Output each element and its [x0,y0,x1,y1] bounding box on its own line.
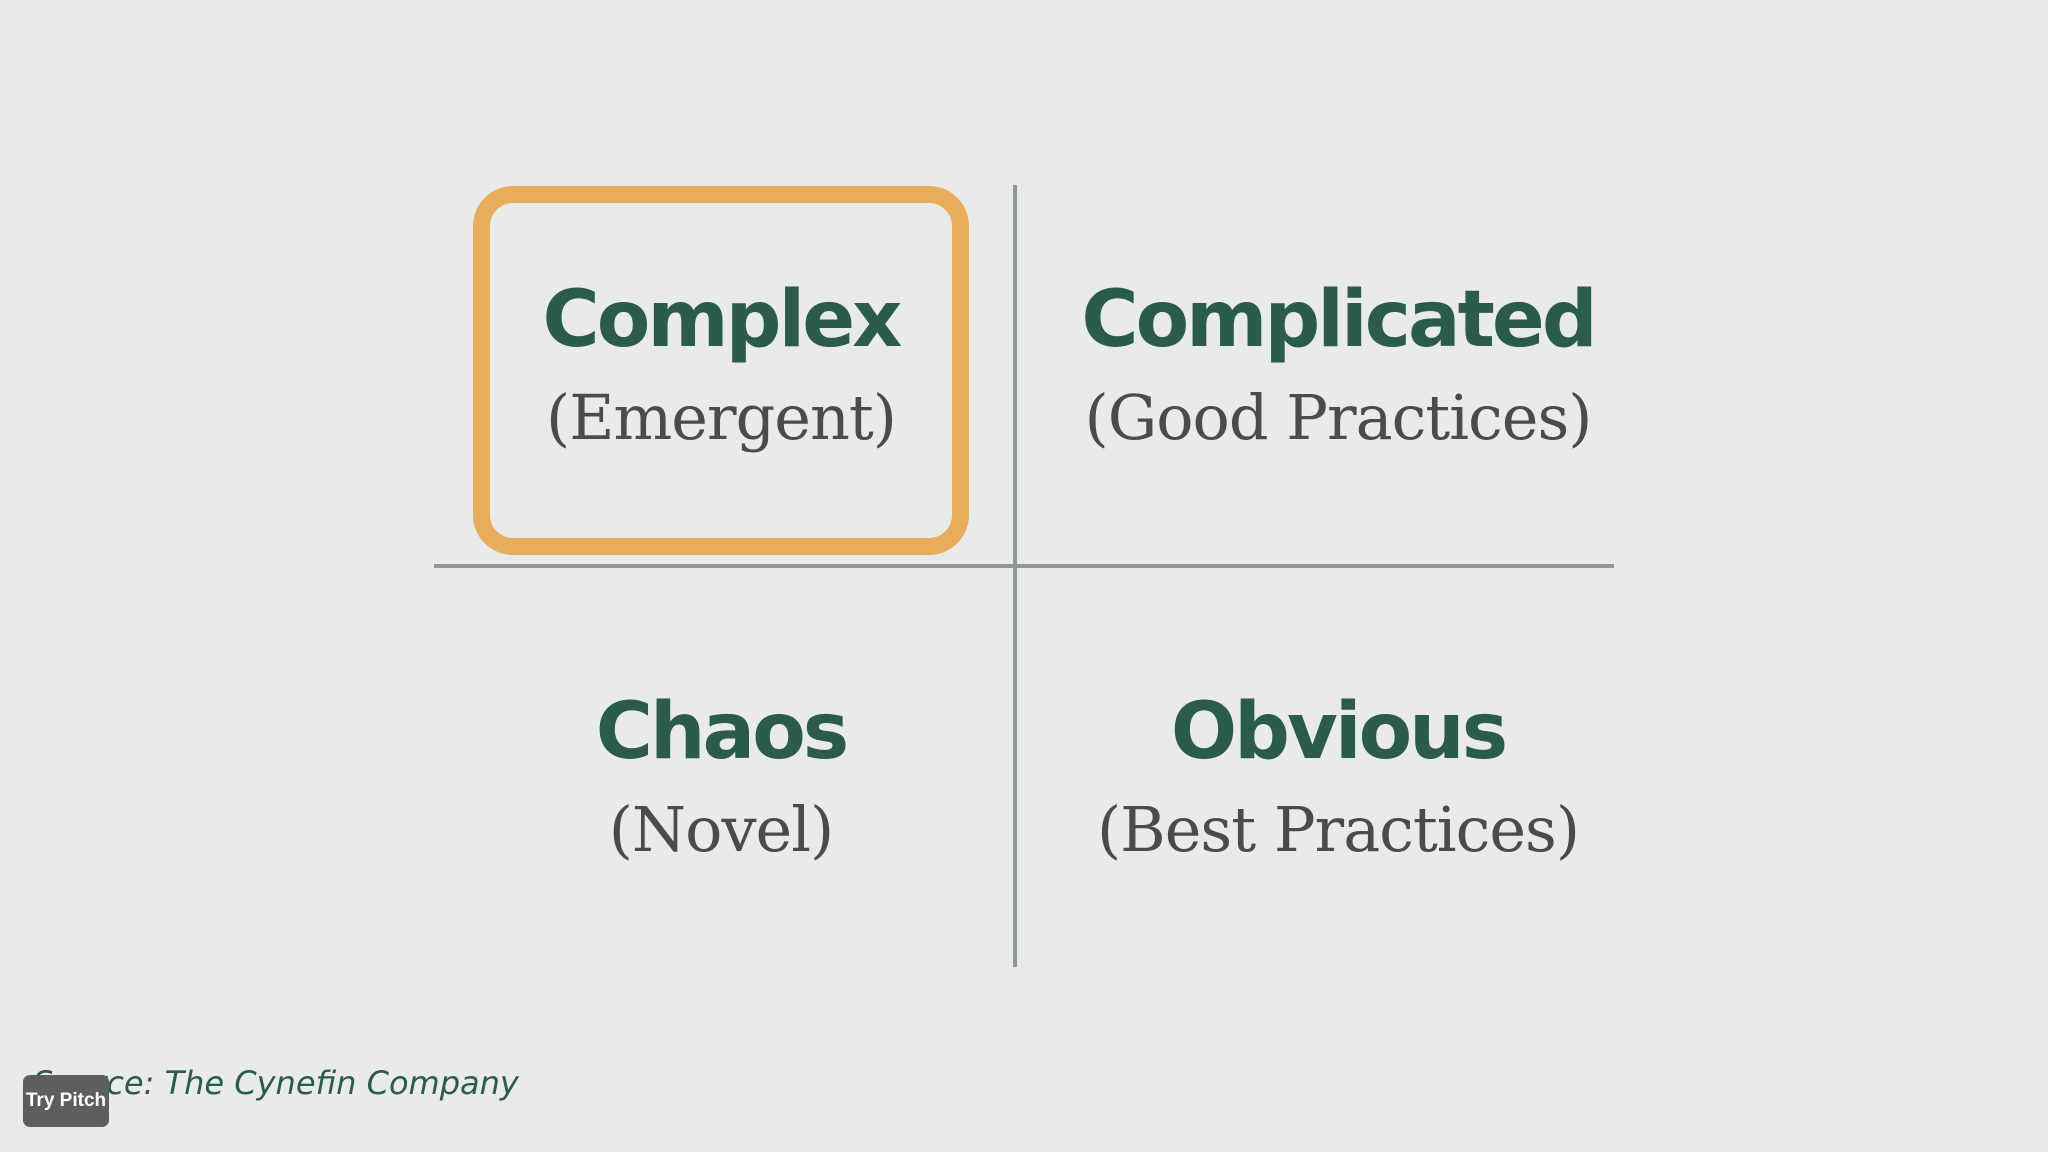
horizontal-divider [434,564,1614,568]
quadrant-title: Chaos [595,687,849,777]
source-caption: Source: The Cynefin Company [33,1064,519,1102]
quadrant-obvious: Obvious (Best Practices) [988,684,1688,870]
quadrant-complex: Complex (Emergent) [371,272,1071,458]
quadrant-complicated: Complicated (Good Practices) [988,272,1688,458]
quadrant-subtitle: (Novel) [608,793,835,866]
quadrant-title: Complicated [1081,275,1597,365]
complex-highlight-box [473,186,969,555]
quadrant-title: Obvious [1170,687,1508,777]
quadrant-title: Complex [542,275,903,365]
vertical-divider [1013,185,1017,967]
try-pitch-button[interactable]: Try Pitch [23,1075,109,1127]
quadrant-subtitle: (Best Practices) [1096,793,1580,866]
quadrant-chaos: Chaos (Novel) [371,684,1071,870]
quadrant-subtitle: (Emergent) [546,381,897,454]
quadrant-subtitle: (Good Practices) [1084,381,1593,454]
